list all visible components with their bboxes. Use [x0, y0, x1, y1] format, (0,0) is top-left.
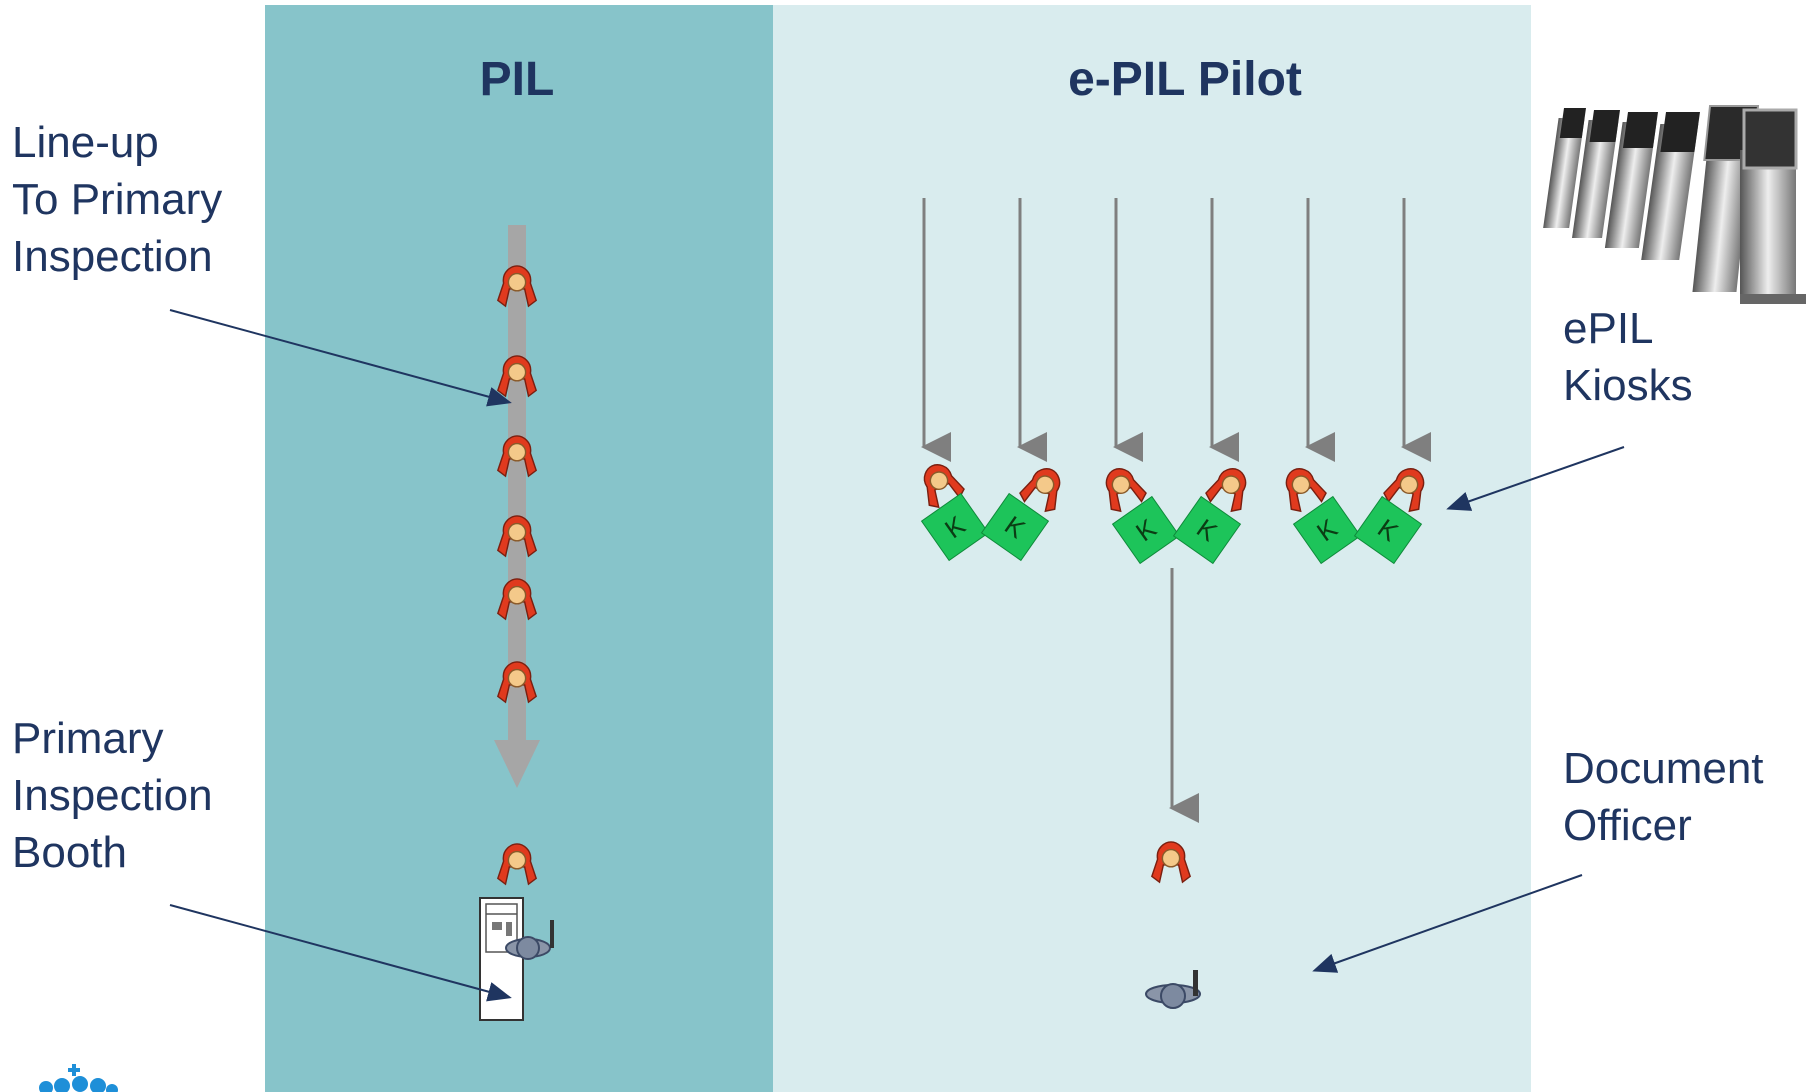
kiosk-icon: K: [1111, 495, 1181, 565]
lineup-label: Line-up To Primary Inspection: [12, 118, 222, 281]
kiosks-photo: [1543, 105, 1806, 304]
logo-icon: [39, 1064, 118, 1092]
officer-pointer: [1312, 874, 1583, 973]
svg-text:To Primary: To Primary: [12, 175, 222, 224]
booth-icon: [479, 897, 554, 1021]
document-officer-icon: [1145, 970, 1201, 1009]
epil-title: e-PIL Pilot: [1068, 53, 1302, 106]
svg-text:Officer: Officer: [1563, 801, 1692, 850]
svg-text:Inspection: Inspection: [12, 771, 213, 820]
pil-title: PIL: [480, 53, 555, 106]
booth-pointer: [169, 904, 512, 1002]
callout-pointers: [169, 309, 1625, 1002]
svg-text:Booth: Booth: [12, 828, 127, 877]
kiosk-icon: K: [1172, 495, 1242, 565]
kiosk-row: K K K K K K: [920, 492, 1423, 565]
svg-text:Document: Document: [1563, 744, 1764, 793]
kiosk-icon: K: [980, 492, 1050, 562]
booth-label: Primary Inspection Booth: [12, 714, 213, 877]
kiosk-icon: K: [1353, 495, 1423, 565]
officer-label: Document Officer: [1563, 744, 1764, 850]
lineup-pointer: [169, 309, 512, 407]
svg-text:Inspection: Inspection: [12, 232, 213, 281]
kiosks-label: ePIL Kiosks: [1563, 304, 1693, 410]
kiosk-icon: K: [920, 492, 990, 562]
svg-text:Primary: Primary: [12, 714, 164, 763]
kiosk-flow-arrows: [921, 198, 1431, 462]
svg-text:Line-up: Line-up: [12, 118, 159, 167]
kiosks-pointer: [1446, 446, 1625, 511]
svg-text:ePIL: ePIL: [1563, 304, 1654, 353]
kiosk-icon: K: [1292, 495, 1362, 565]
svg-text:Kiosks: Kiosks: [1563, 361, 1693, 410]
